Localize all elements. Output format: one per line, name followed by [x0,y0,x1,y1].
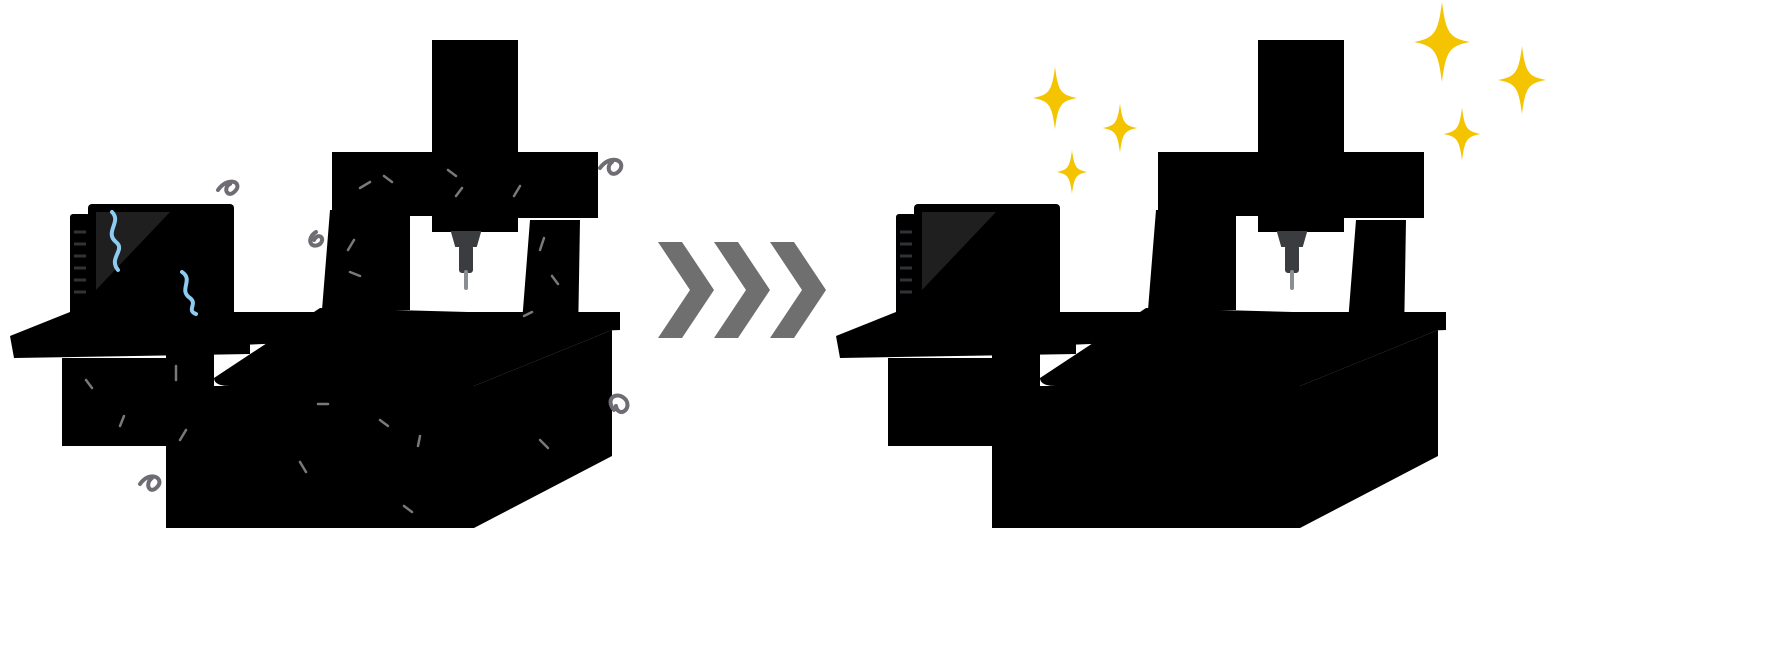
sparkle-icon [1056,150,1088,194]
dirty-cmm-body [8,38,622,530]
sparkle-icon [1414,2,1470,82]
clean-cmm-body [834,38,1448,530]
screen-crack-2 [180,270,198,316]
dirt-marks [84,168,560,514]
clean-machine-illustration [834,38,1448,530]
dust-curls [138,157,630,492]
sparkle-icon [1498,46,1546,114]
chevron-icon-3 [770,242,826,338]
screen-crack-1 [109,210,122,272]
dirty-machine-illustration [8,38,630,530]
chevron-icon-2 [714,242,770,338]
sparkle-icon [1443,107,1481,161]
sparkle-icon [1033,66,1077,130]
chevron-icon-1 [658,242,714,338]
sparkle-icon [1102,103,1138,153]
transition-arrow [658,242,826,338]
